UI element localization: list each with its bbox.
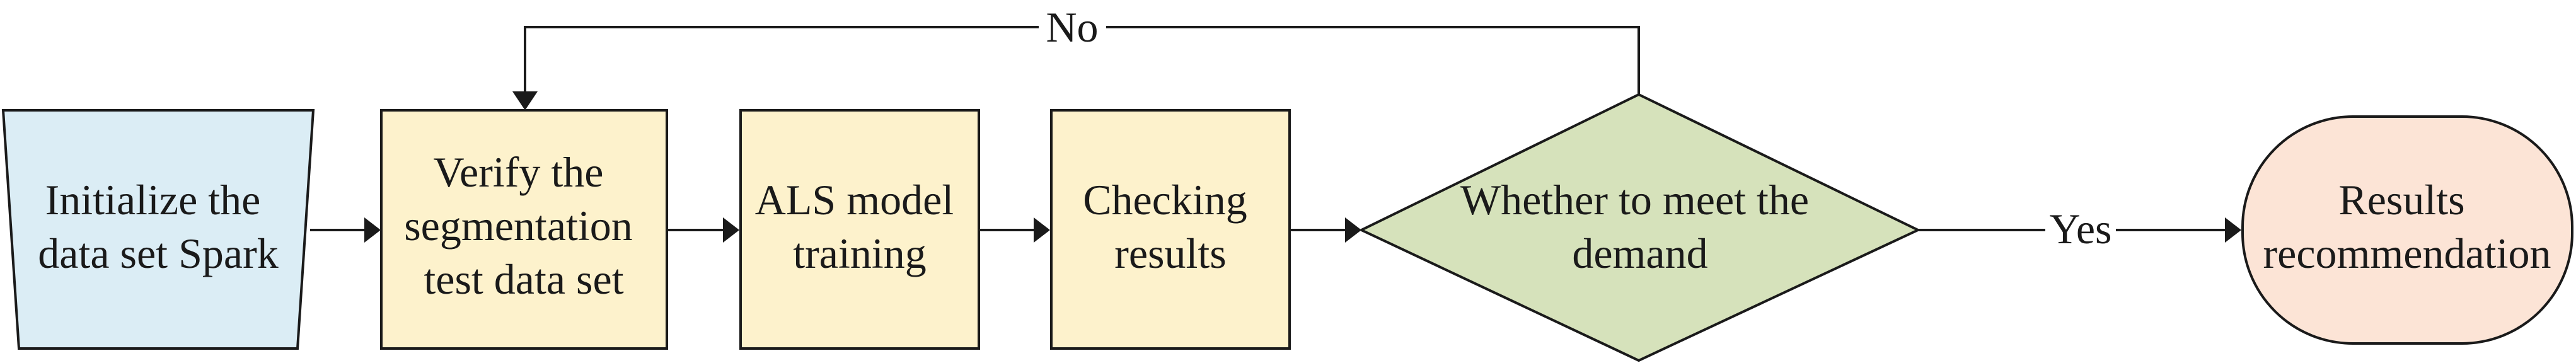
node-verify-line-3: test data set xyxy=(424,255,623,303)
node-als-training: ALS model training xyxy=(741,110,979,349)
node-verify-label: Verify the segmentation test data set xyxy=(404,148,644,303)
node-initialize: Initialize the data set Spark xyxy=(3,110,313,349)
node-verify-line-2: segmentation xyxy=(404,202,633,250)
node-checking-results: Checking results xyxy=(1051,110,1290,349)
edge-als-to-check xyxy=(979,217,1050,243)
edge-yes: Yes xyxy=(1918,205,2241,253)
node-als-training-line-2: training xyxy=(793,229,927,277)
node-decision-line-1: Whether to meet the xyxy=(1460,176,1809,224)
node-checking-results-line-1: Checking xyxy=(1083,176,1247,224)
node-verify-line-1: Verify the xyxy=(433,148,603,196)
node-results-recommendation-line-1: Results xyxy=(2338,176,2464,224)
node-als-training-line-1: ALS model xyxy=(755,176,954,224)
edge-verify-als-arrowhead xyxy=(723,217,739,243)
node-results-recommendation: Results recommendation xyxy=(2243,117,2572,343)
node-decision-shape xyxy=(1361,95,1918,360)
node-checking-results-line-2: results xyxy=(1114,229,1227,277)
node-decision: Whether to meet the demand xyxy=(1361,95,1918,360)
node-verify: Verify the segmentation test data set xyxy=(381,110,667,349)
edge-als-check-arrowhead xyxy=(1034,217,1050,243)
edge-no-loop: No xyxy=(512,3,1639,110)
edge-no-arrowhead xyxy=(512,91,538,110)
edge-yes-label: Yes xyxy=(2050,205,2112,253)
node-results-recommendation-line-2: recommendation xyxy=(2263,229,2551,277)
edge-no-line xyxy=(1106,27,1639,95)
edge-check-to-decision xyxy=(1290,217,1361,243)
edge-yes-arrowhead xyxy=(2225,217,2241,243)
node-initialize-line-1: Initialize the xyxy=(45,176,261,224)
edge-init-verify-arrowhead xyxy=(364,217,381,243)
edge-no-line-return xyxy=(525,27,1039,91)
edge-no-label: No xyxy=(1046,3,1098,51)
edge-init-to-verify xyxy=(310,217,381,243)
node-initialize-line-2: data set Spark xyxy=(38,229,278,277)
edge-verify-to-als xyxy=(667,217,739,243)
node-decision-line-2: demand xyxy=(1572,229,1707,277)
